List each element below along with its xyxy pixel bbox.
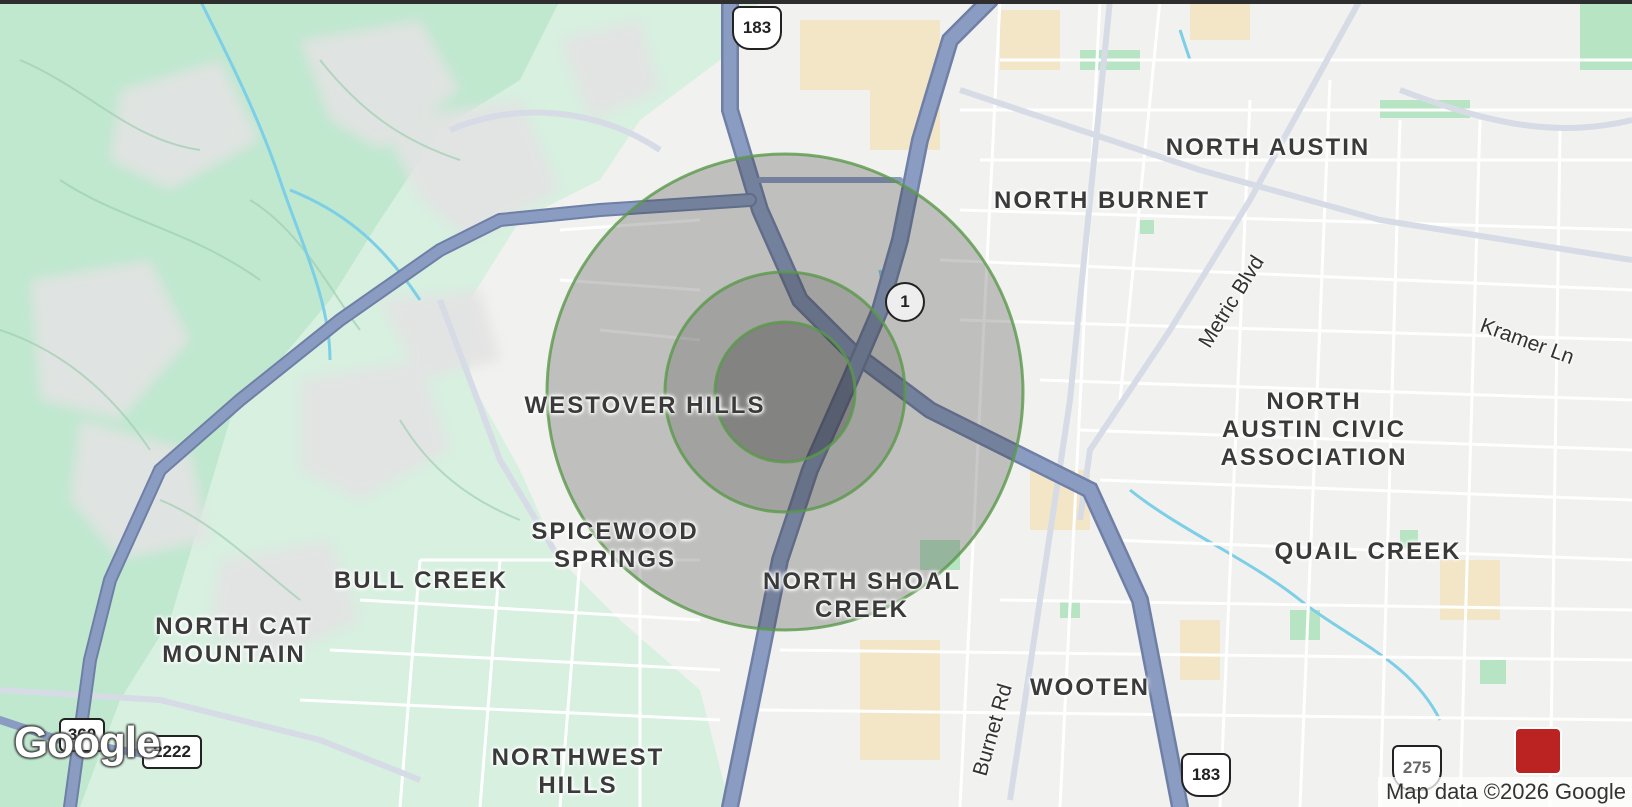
interstate-badge-icon	[1514, 727, 1562, 775]
map-attribution[interactable]: Map data ©2026 Google	[1377, 777, 1632, 807]
us-183-south-shield: 183	[1181, 753, 1231, 797]
terrain-layer	[0, 0, 760, 807]
fm-2222-shield: 2222	[142, 735, 202, 769]
us-183-north-shield: 183	[732, 6, 782, 50]
loop-1-shield: 1	[885, 282, 925, 322]
street-grid	[299, 0, 1632, 807]
inner-ring	[713, 320, 857, 464]
top-border	[0, 0, 1632, 4]
tx-360-shield: 360	[59, 718, 105, 752]
middle-ring	[663, 270, 907, 514]
google-logo[interactable]: Google	[14, 718, 161, 767]
radius-rings	[545, 152, 1025, 632]
outer-ring	[545, 152, 1025, 632]
